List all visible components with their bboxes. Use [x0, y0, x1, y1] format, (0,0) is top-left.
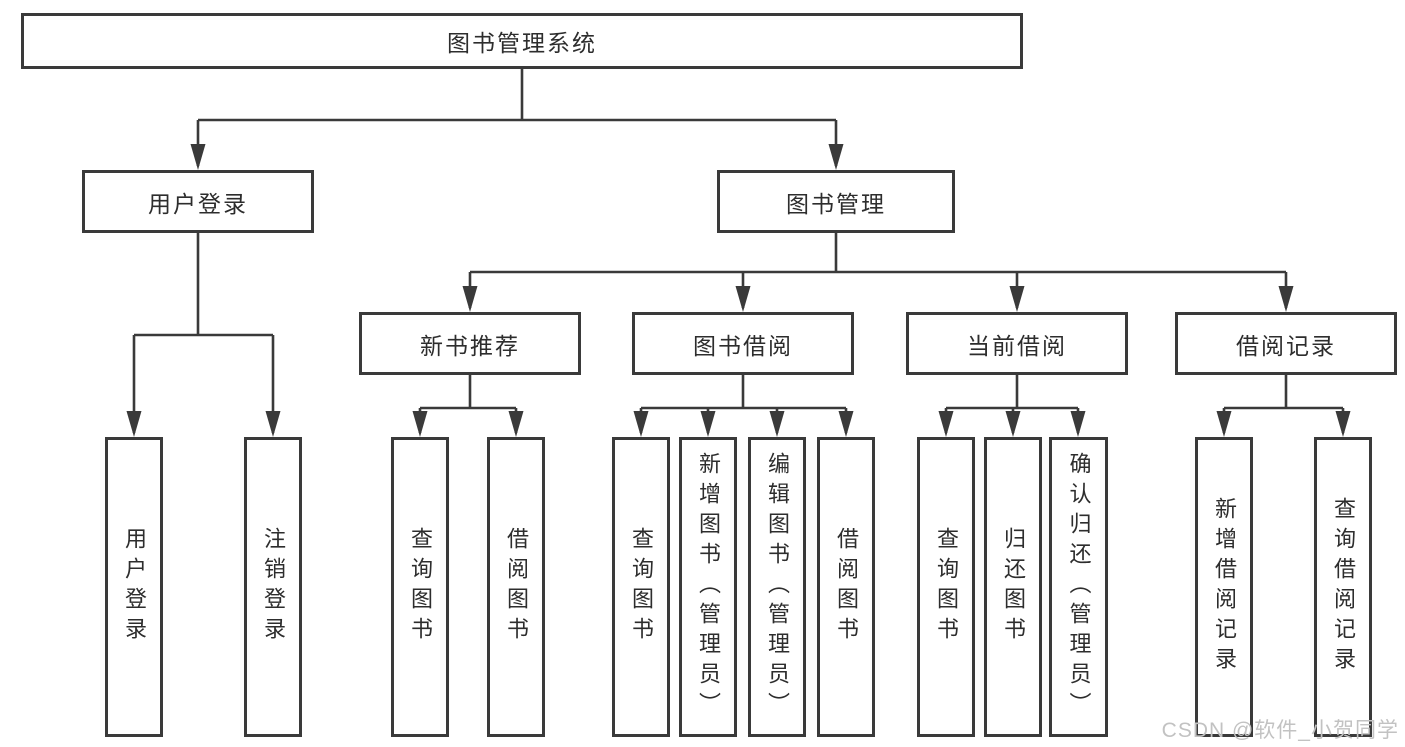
node-current-borrowing: 当前借阅 — [906, 312, 1128, 375]
leaf-search-books-recommend: 查询图书 — [391, 437, 449, 737]
leaf-borrow-books-recommend: 借阅图书 — [487, 437, 545, 737]
leaf-borrow-books: 借阅图书 — [817, 437, 875, 737]
leaf-search-books-borrow: 查询图书 — [612, 437, 670, 737]
csdn-watermark: CSDN @软件_小贺同学 — [1161, 719, 1399, 742]
leaf-confirm-return-admin: 确认归还（管理员） — [1049, 437, 1108, 737]
node-library-management-system: 图书管理系统 — [21, 13, 1023, 69]
leaf-search-borrow-record: 查询借阅记录 — [1314, 437, 1372, 737]
leaf-user-login: 用户登录 — [105, 437, 163, 737]
leaf-logout: 注销登录 — [244, 437, 302, 737]
leaf-add-books-admin: 新增图书（管理员） — [679, 437, 737, 737]
node-book-borrowing: 图书借阅 — [632, 312, 854, 375]
node-borrowing-records: 借阅记录 — [1175, 312, 1397, 375]
leaf-add-borrow-record: 新增借阅记录 — [1195, 437, 1253, 737]
node-book-management: 图书管理 — [717, 170, 955, 233]
leaf-return-books: 归还图书 — [984, 437, 1042, 737]
node-user-login: 用户登录 — [82, 170, 314, 233]
node-new-book-recommendation: 新书推荐 — [359, 312, 581, 375]
leaf-search-books-current: 查询图书 — [917, 437, 975, 737]
leaf-edit-books-admin: 编辑图书（管理员） — [748, 437, 806, 737]
